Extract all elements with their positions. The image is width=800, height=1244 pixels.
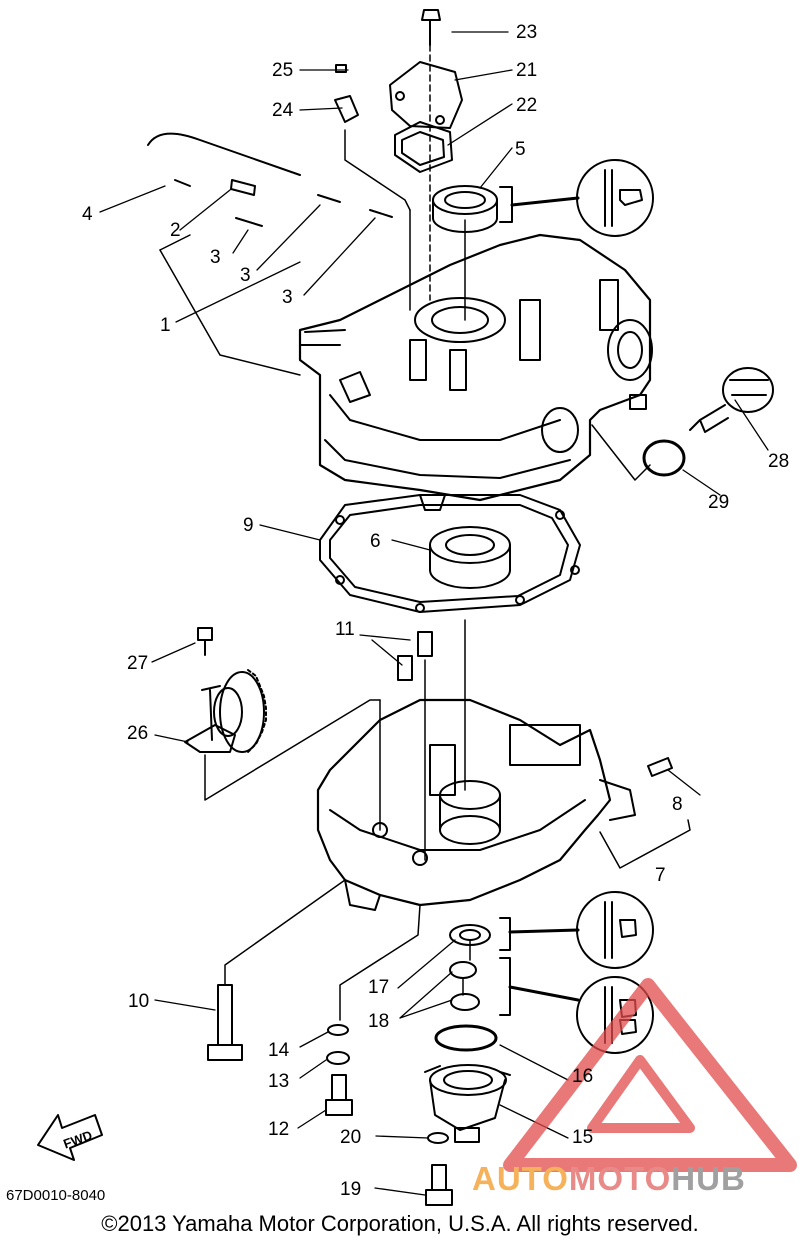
callout-label-12: 12	[268, 1119, 290, 1140]
callout-label-18: 18	[368, 1011, 390, 1032]
watermark-part-3: HUB	[671, 1160, 746, 1197]
watermark-part-2: MOTO	[568, 1160, 672, 1197]
callout-label-6: 6	[370, 531, 381, 552]
callout-label-13: 13	[268, 1071, 290, 1092]
callout-label-3a: 3	[210, 247, 221, 268]
callout-label-19: 19	[340, 1179, 362, 1200]
upper-case-part	[298, 233, 653, 511]
callout-label-15: 15	[572, 1127, 594, 1148]
watermark-part-1: AUTO	[472, 1160, 569, 1197]
callout-label-16: 16	[572, 1066, 594, 1087]
callout-label-25: 25	[272, 60, 294, 81]
callout-label-2: 2	[170, 220, 181, 241]
gear-assembly-part	[184, 627, 267, 753]
bolt-8-part	[647, 757, 673, 777]
main-bearing-part	[429, 526, 511, 589]
fwd-arrow: FWD	[37, 1114, 103, 1161]
plug-part	[689, 367, 774, 433]
callout-label-26: 26	[127, 723, 149, 744]
callout-label-11: 11	[335, 619, 355, 640]
diagram-code: 67D0010-8040	[6, 1187, 106, 1204]
callout-label-22: 22	[516, 95, 538, 116]
watermark-wordmark: AUTOMOTOHUB	[472, 1160, 746, 1198]
seal-detail-callouts	[499, 159, 654, 1054]
callout-label-27: 27	[127, 653, 149, 674]
leader-lines	[99, 31, 769, 1196]
callout-label-5: 5	[515, 139, 526, 160]
callout-label-8: 8	[672, 794, 683, 815]
callout-label-3b: 3	[240, 265, 251, 286]
callout-label-28: 28	[768, 451, 790, 472]
callout-label-7: 7	[655, 865, 666, 886]
callout-label-9: 9	[243, 515, 254, 536]
dowel-pins-part	[397, 631, 433, 681]
callout-label-29: 29	[708, 492, 730, 513]
bolt-10-part	[207, 984, 243, 1061]
assembly-lines	[159, 44, 691, 1021]
callout-label-4: 4	[82, 204, 93, 225]
callout-label-1: 1	[160, 315, 171, 336]
o-ring-29-part	[642, 439, 686, 477]
callout-label-14: 14	[268, 1040, 290, 1061]
callout-label-24: 24	[272, 100, 294, 121]
housing-15-part	[424, 1064, 511, 1143]
watermark-logo-triangle	[503, 978, 797, 1172]
callout-label-10: 10	[128, 991, 150, 1012]
callout-label-3c: 3	[282, 287, 293, 308]
callout-label-21: 21	[516, 60, 538, 81]
copyright-notice: ©2013 Yamaha Motor Corporation, U.S.A. A…	[101, 1211, 699, 1236]
gasket-part	[319, 494, 581, 613]
lower-case-part	[316, 698, 636, 911]
callout-label-17: 17	[368, 977, 390, 998]
cover-part	[389, 61, 463, 173]
small-parts-top	[147, 9, 441, 227]
callout-label-20: 20	[340, 1127, 362, 1148]
fwd-arrow-text: FWD	[61, 1127, 94, 1151]
callout-label-23: 23	[516, 22, 538, 43]
